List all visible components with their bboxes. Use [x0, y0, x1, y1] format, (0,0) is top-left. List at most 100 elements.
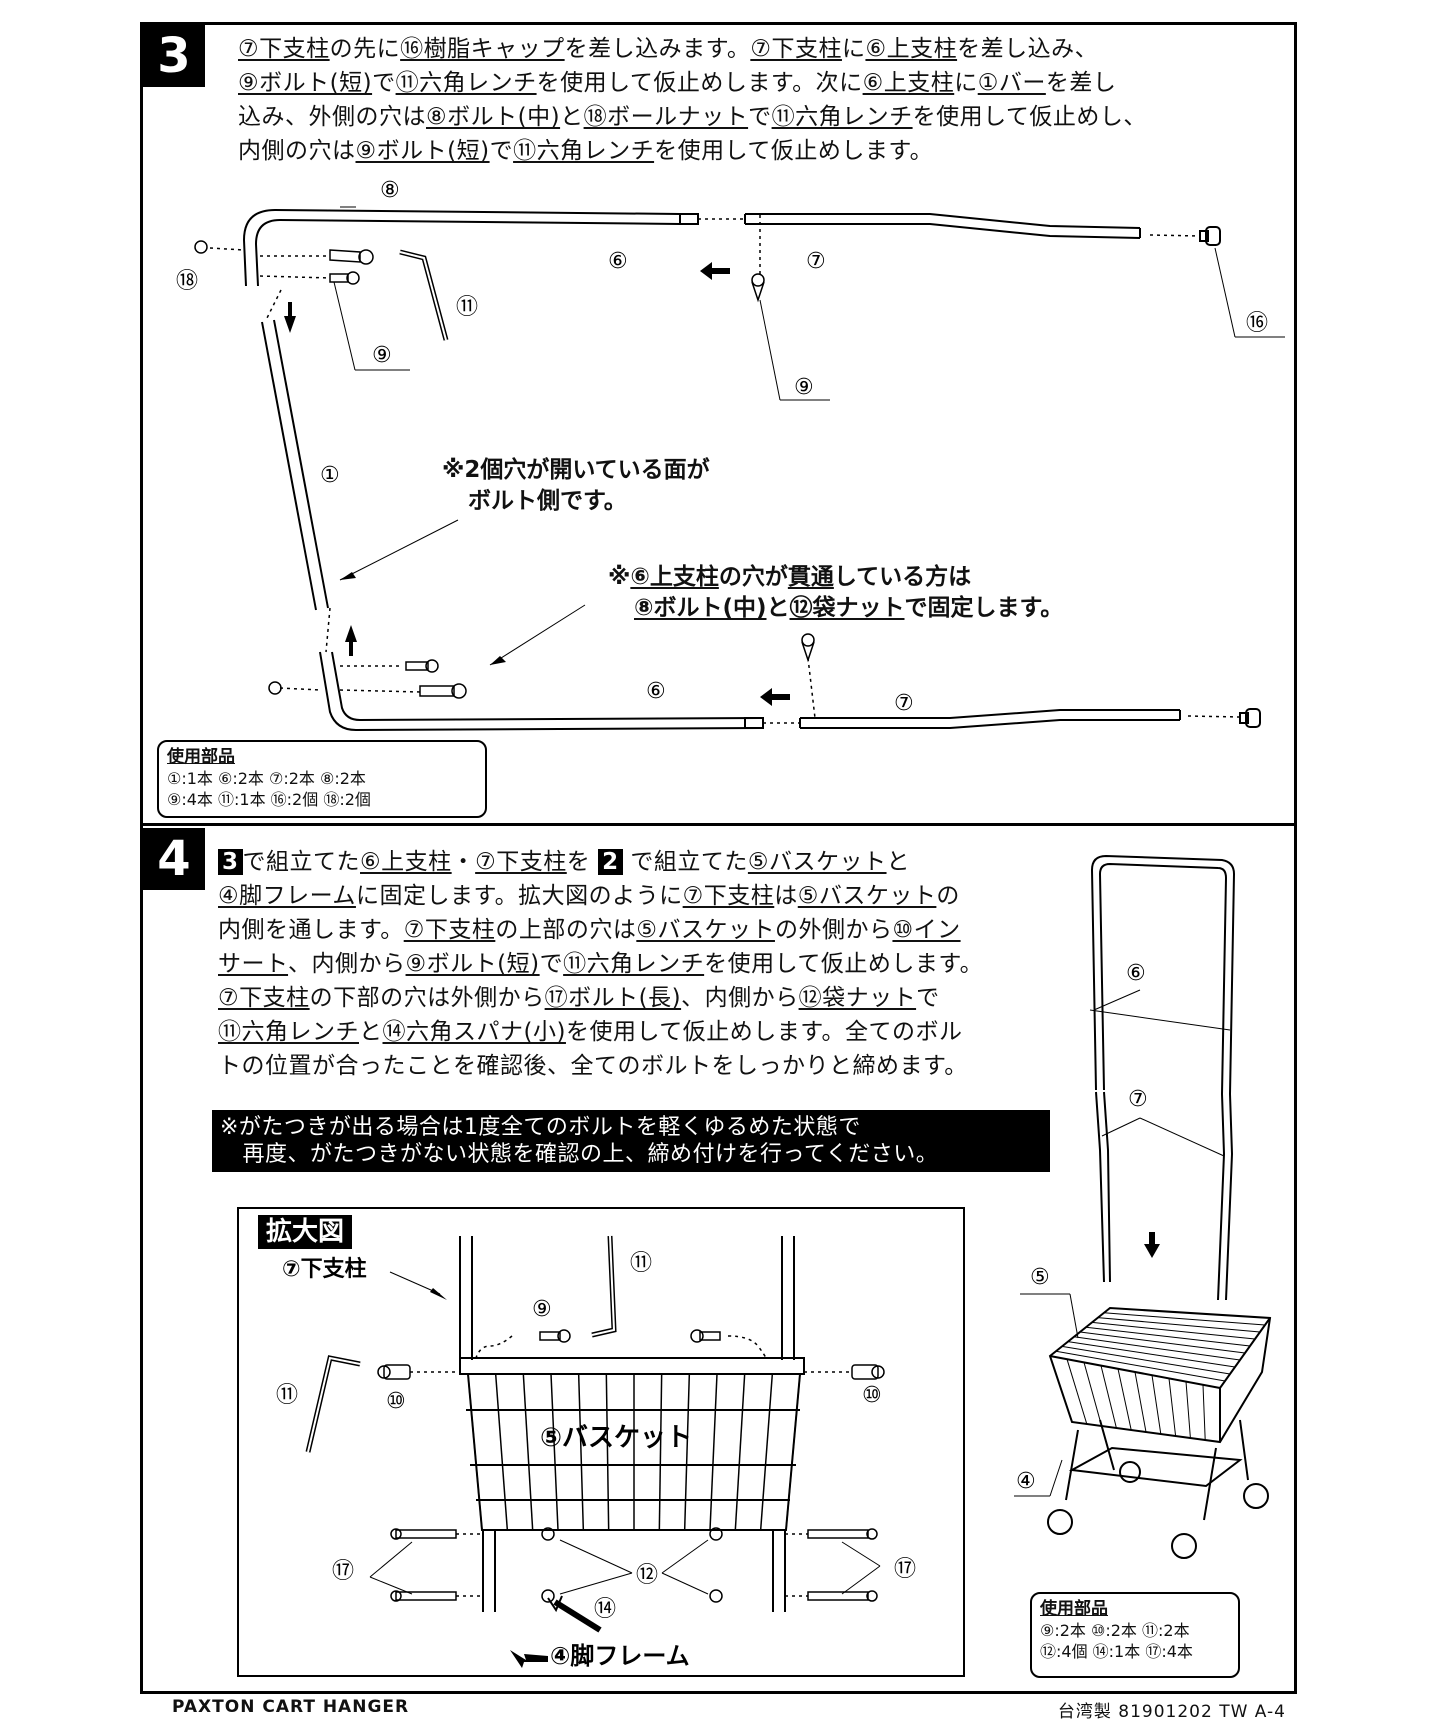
- step-ref-badge: 2: [598, 849, 623, 875]
- text: ※: [608, 564, 631, 590]
- part-label-7: ⑦: [894, 691, 914, 716]
- assembly-basket-wire: [1097, 1317, 1261, 1333]
- text: ⑧ボルト(中): [634, 595, 767, 621]
- text: ⑰ボルト(長): [544, 985, 682, 1011]
- part-label-9: ⑨: [532, 1297, 552, 1322]
- assembly-basket-wire: [1103, 1312, 1266, 1326]
- text: ⑤バスケット: [747, 849, 887, 875]
- text: を使用して仮止めします。: [704, 951, 984, 977]
- assembly-basket-wire: [1185, 1381, 1191, 1439]
- text: 内側の穴は: [238, 138, 356, 164]
- text: の上部の穴は: [495, 917, 637, 943]
- part-label-6: ⑥: [646, 679, 666, 704]
- text: と: [766, 595, 790, 621]
- part-label-7: ⑦: [806, 249, 826, 274]
- part-label-8: ⑧: [380, 178, 400, 203]
- text: ⑦下支柱: [218, 985, 310, 1011]
- parts-line: ⑫:4個 ⑭:1本 ⑰:4本: [1040, 1642, 1193, 1661]
- text: ⑦下支柱: [238, 36, 330, 62]
- step-3-note-holes: ※2個穴が開いている面が ボルト側です。: [442, 455, 710, 517]
- footer-model-code: 台湾製 81901202 TW A-4: [1057, 1702, 1286, 1722]
- text: ⑫袋ナット: [798, 985, 917, 1011]
- part-label-9: ⑨: [794, 375, 814, 400]
- zoom-label-leg-frame: ④脚フレーム: [550, 1642, 690, 1670]
- basket-wire: [709, 1373, 718, 1531]
- text: サート: [218, 951, 289, 977]
- step-3-parts-list: 使用部品 ①:1本 ⑥:2本 ⑦:2本 ⑧:2本 ⑨:4本 ⑪:1本 ⑯:2個 …: [157, 740, 487, 818]
- text: で固定します。: [904, 595, 1064, 621]
- text: トの位置が合ったことを確認後、全てのボルトをしっかりと締めます。: [218, 1053, 968, 1079]
- text: に固定します。拡大図のように: [355, 883, 683, 909]
- text: で: [539, 951, 564, 977]
- zoom-label-lower-post: ⑦下支柱: [282, 1257, 367, 1282]
- text: ⑪六角レンチ: [395, 70, 537, 96]
- part-label-14: ⑭: [594, 1597, 616, 1622]
- basket-wires: [467, 1373, 801, 1531]
- part-label-16: ⑯: [1246, 311, 1268, 336]
- text: ⑪六角レンチ: [771, 104, 913, 130]
- text: ⑤バスケット: [636, 917, 775, 943]
- basket-wire: [759, 1373, 774, 1531]
- parts-title: 使用部品: [167, 747, 235, 767]
- text: 内側を通します。: [218, 917, 404, 943]
- part-label-18: ⑱: [176, 269, 198, 294]
- warning-line: 再度、がたつきがない状態を確認の上、締め付けを行ってください。: [220, 1142, 939, 1167]
- step-3-number: 3: [143, 25, 205, 87]
- assembly-basket-wire: [1091, 1321, 1256, 1340]
- text: を差し込みます。: [564, 36, 751, 62]
- part-label-11: ⑪: [630, 1251, 652, 1276]
- text: 、内側から: [681, 985, 799, 1011]
- basket-wire: [577, 1373, 585, 1531]
- basket-wire: [522, 1373, 534, 1531]
- text: ⑥上支柱: [865, 36, 958, 62]
- part-label-17: ⑰: [894, 1557, 916, 1582]
- note-line: ※2個穴が開いている面が: [442, 457, 710, 483]
- basket-wire: [467, 1373, 483, 1531]
- assembly-basket-wire: [1085, 1326, 1251, 1347]
- text: ⑤バスケット: [797, 883, 937, 909]
- text: ⑦下支柱: [475, 849, 567, 875]
- part-label-1: ①: [320, 463, 340, 488]
- text: の下部の穴は外側から: [309, 985, 545, 1011]
- parts-line: ⑨:4本 ⑪:1本 ⑯:2個 ⑱:2個: [167, 790, 371, 809]
- text: に: [841, 36, 866, 62]
- assembly-basket-wire: [1066, 1359, 1088, 1425]
- text: の: [936, 883, 960, 909]
- text: は: [774, 883, 798, 909]
- assembly-basket-wire: [1100, 1365, 1117, 1429]
- assembly-basket-wire: [1061, 1345, 1231, 1375]
- assembly-basket-wire: [1168, 1378, 1177, 1437]
- step-4-warning: ※がたつきが出る場合は1度全てのボルトを軽くゆるめた状態で 再度、がたつきがない…: [212, 1110, 1050, 1172]
- note-line: ボルト側です。: [468, 488, 627, 514]
- text: ⑦下支柱: [682, 883, 775, 909]
- text: の穴が: [718, 564, 788, 590]
- step-ref-badge: 3: [218, 849, 243, 875]
- text: の先に: [329, 36, 401, 62]
- assembly-basket-wire: [1117, 1368, 1132, 1431]
- text: で組立てた: [630, 849, 748, 875]
- text: を使用して仮止めします。全てのボル: [565, 1019, 963, 1045]
- assembly-basket-wire: [1151, 1375, 1162, 1435]
- assembly-basket-wire: [1073, 1336, 1241, 1361]
- basket-wire: [605, 1373, 610, 1531]
- basket-wire: [658, 1373, 663, 1531]
- text: を差し込み、: [957, 36, 1099, 62]
- text: ⑧ボルト(中): [426, 104, 561, 130]
- assembly-label-5: ⑤: [1030, 1265, 1050, 1290]
- assembly-basket-wire: [1083, 1362, 1103, 1427]
- assembly-basket-wire: [1202, 1384, 1206, 1441]
- text: で組立てた: [242, 849, 361, 875]
- part-label-9: ⑨: [372, 343, 392, 368]
- footer-product-name: PAXTON CART HANGER: [172, 1697, 410, 1717]
- step-3-note-through-holes: ※⑥上支柱の穴が貫通している方は ⑧ボルト(中)と⑫袋ナットで固定します。: [608, 562, 1063, 624]
- text: ⑥上支柱: [862, 70, 955, 96]
- text: ・: [451, 849, 476, 875]
- basket-wire: [785, 1373, 801, 1531]
- text: ①バー: [977, 70, 1046, 96]
- text: を差し: [1045, 70, 1117, 96]
- assembly-basket-wire: [1079, 1331, 1246, 1354]
- text: で: [748, 104, 772, 130]
- assembly-label-4: ④: [1016, 1469, 1036, 1494]
- part-label-10: ⑩: [386, 1389, 406, 1414]
